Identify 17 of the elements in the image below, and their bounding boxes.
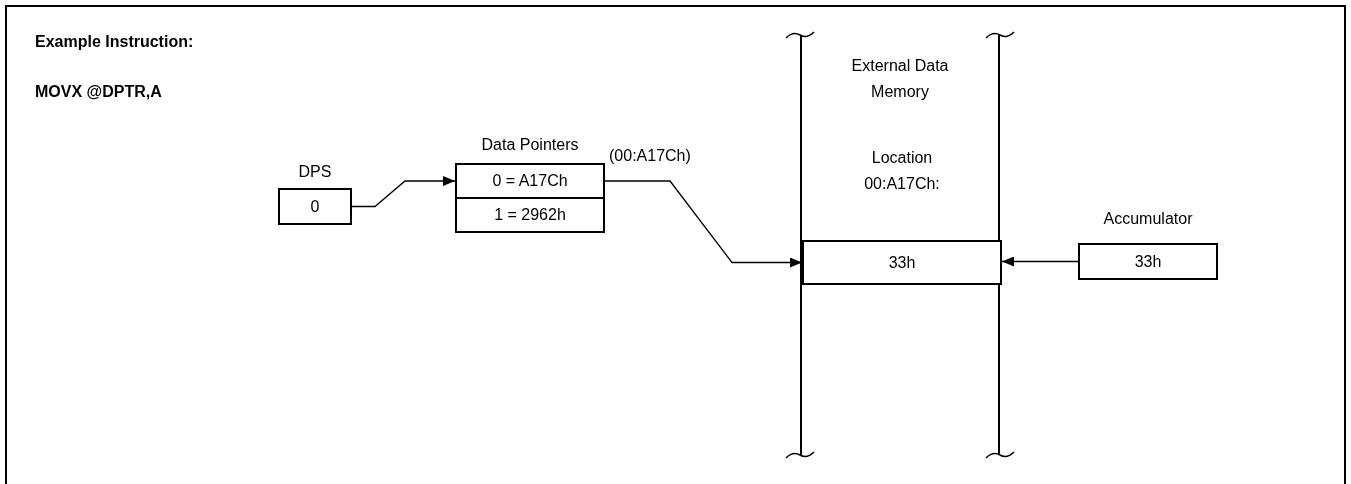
register-box: 33h (1078, 243, 1218, 280)
register-box: 0 (278, 188, 352, 225)
register-label: Data Pointers (481, 136, 579, 154)
location-label: Location 00:A17Ch: (863, 148, 941, 194)
register-box: 0 = A17Ch (455, 163, 605, 199)
arrow (1001, 256, 1079, 267)
instruction-text: MOVX @DPTR,A (35, 83, 162, 101)
edge-label: (00:A17Ch) (609, 147, 691, 165)
register-label: Accumulator (1103, 210, 1193, 228)
arrow (351, 176, 456, 208)
instruction-text: Example Instruction: (35, 33, 194, 51)
memory-column (800, 35, 1000, 455)
memory-cell: 33h (802, 240, 1002, 285)
register-box: 1 = 2962h (455, 197, 605, 233)
memory-label: External Data Memory (850, 56, 950, 102)
arrow (604, 180, 803, 268)
register-label: DPS (298, 163, 332, 181)
